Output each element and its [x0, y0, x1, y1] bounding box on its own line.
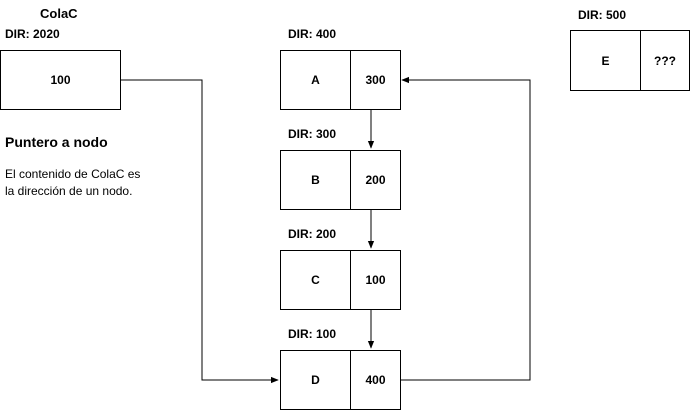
- node-d-next-cell: 400: [350, 350, 401, 410]
- node-a-data: A: [311, 73, 320, 87]
- node-d-next: 400: [365, 373, 386, 387]
- node-e-dir: DIR: 500: [578, 8, 627, 22]
- colac-to-d-arrow: [120, 79, 279, 384]
- node-c-next: 100: [365, 273, 386, 287]
- node-d-dir: DIR: 100: [288, 327, 337, 341]
- node-c-dir: DIR: 200: [288, 227, 337, 241]
- colac-dir-label: DIR: 2020: [5, 27, 60, 41]
- node-b-next-cell: 200: [350, 150, 401, 210]
- info-description: El contenido de ColaC es la dirección de…: [5, 166, 165, 200]
- colac-box: 100: [0, 50, 121, 110]
- info-line-1: El contenido de ColaC es: [5, 167, 141, 181]
- node-b-next: 200: [365, 173, 386, 187]
- node-d-data: D: [311, 373, 320, 387]
- node-c-next-cell: 100: [350, 250, 401, 310]
- node-a-next: 300: [365, 73, 386, 87]
- node-c-data-cell: C: [280, 250, 351, 310]
- node-e-data: E: [601, 53, 610, 68]
- node-a-next-cell: 300: [350, 50, 401, 110]
- node-e-next: ???: [654, 53, 676, 68]
- node-c-data: C: [311, 273, 320, 287]
- colac-value: 100: [50, 73, 71, 87]
- node-b-data-cell: B: [280, 150, 351, 210]
- node-e-data-cell: E: [570, 30, 641, 91]
- node-a-dir: DIR: 400: [288, 27, 337, 41]
- node-d-data-cell: D: [280, 350, 351, 410]
- node-b-dir: DIR: 300: [288, 127, 337, 141]
- node-b-data: B: [311, 173, 320, 187]
- info-heading: Puntero a nodo: [5, 134, 108, 150]
- d-to-a-arrow: [400, 76, 531, 381]
- node-e-next-cell: ???: [640, 30, 690, 91]
- node-a-data-cell: A: [280, 50, 351, 110]
- info-line-2: la dirección de un nodo.: [5, 184, 133, 198]
- colac-title: ColaC: [40, 6, 78, 21]
